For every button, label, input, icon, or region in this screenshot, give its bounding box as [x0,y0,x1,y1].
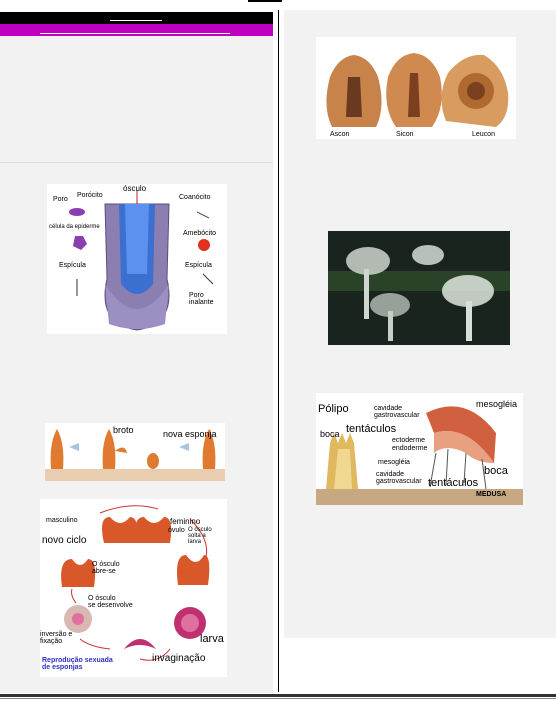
broto-label: broto [113,425,134,435]
osculo-solta-label: O ósculo solta a larva [188,527,212,545]
nova-esponja-label: nova esponja [163,429,217,439]
mesogleia-left-label: mesogléia [378,459,410,466]
text-panel-top [0,36,273,162]
cnidaria-figure: Pólipo cavidade gastrovascular mesogléia… [316,393,523,505]
sponge-types-figure: Ascon Sicon Leucon [316,37,516,139]
column-divider [278,10,279,692]
sexual-reproduction-drawing [61,505,210,661]
header-line [248,0,282,2]
inversao-label: inversão e fixação [40,631,73,645]
boca-right-label: boca [484,465,508,477]
cnidaria-drawing [316,406,523,505]
osculo-abre-label: O ósculo abre-se [92,561,120,575]
amebocito-label: Amebócito [183,230,217,237]
tentaculos-left-label: tentáculos [346,423,397,435]
celula-epiderme-label: célula da epiderme [49,224,100,230]
mesogleia-top-label: mesogléia [476,399,518,409]
leucon-label: Leucon [472,131,495,138]
budding-drawing [45,429,225,481]
feminino-label: feminino [170,517,201,526]
invaginacao-label: invaginação [152,653,206,664]
boca-left-label: boca [320,429,340,439]
sicon-label: Sicon [396,131,414,138]
medusa-label: MEDUSA [476,491,507,498]
masculino-label: masculino [46,517,78,524]
ascon-label: Ascon [330,131,350,138]
tentaculos-right-label: tentáculos [428,477,479,489]
polipo-label: Pólipo [318,403,349,415]
footer-bar [0,694,556,697]
sexual-repro-caption: Reprodução sexuada de esponjas [42,657,113,671]
espicula-left-label: Espícula [59,262,86,269]
cavidade-top-label: cavidade gastrovascular [374,405,420,419]
budding-figure: broto nova esponja [45,423,225,481]
sexual-reproduction-figure: masculino feminino óvulo O ósculo solta … [40,499,227,677]
ovulo-label: óvulo [168,527,185,534]
osculo-label: ósculo [123,184,147,193]
osculo-desenvolve-label: O ósculo se desenvolve [88,595,133,609]
hydra-photo-drawing [328,231,510,345]
title-bar [0,12,273,24]
footer-line [0,698,556,699]
sponge-types-drawing [326,53,509,127]
endoderme-label: endoderme [392,445,428,452]
poro-label: Poro [53,196,68,203]
subtitle-bar [0,24,273,36]
sponge-anatomy-figure: ósculo Poro Porócito Coanócito célula da… [47,184,227,334]
espicula-right-label: Espícula [185,262,212,269]
cavidade-bottom-label: cavidade gastrovascular [376,471,422,485]
porocito-label: Porócito [77,192,103,199]
sponge-anatomy-drawing [69,190,214,331]
ectoderme-label: ectoderme [392,437,426,444]
coanocito-label: Coanócito [179,194,211,201]
hydra-photo [328,231,510,345]
larva-label: larva [200,633,224,645]
novo-ciclo-label: novo ciclo [42,535,87,546]
poro-inalante-label: Poro inalante [189,292,214,306]
